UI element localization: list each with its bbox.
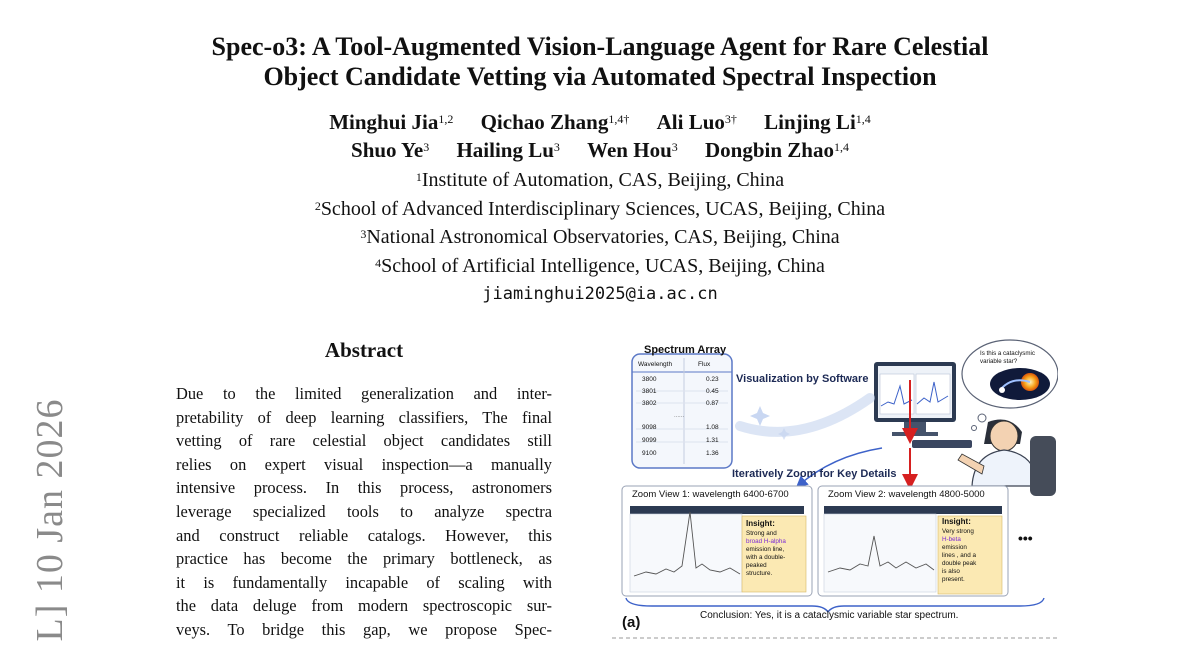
paper-title: Spec-o3: A Tool-Augmented Vision-Languag… xyxy=(0,32,1200,92)
spectrum-array-title: Spectrum Array xyxy=(644,344,727,356)
abstract-line: Due to the limited generalization and in… xyxy=(176,384,552,403)
insight-text-1: Strong and broad H-alpha emission line, … xyxy=(746,530,786,577)
table-header-flux: Flux xyxy=(698,361,711,368)
title-line-1: Spec-o3: A Tool-Augmented Vision-Languag… xyxy=(211,32,989,61)
abstract-line: intensive process. In this process, astr… xyxy=(176,478,552,498)
sparkle-decoration xyxy=(735,393,875,440)
table-cell: 3802 xyxy=(642,400,657,407)
more-views-ellipsis: ••• xyxy=(1018,530,1033,546)
insight-title: Insight: xyxy=(746,519,775,528)
abstract-heading: Abstract xyxy=(324,338,404,362)
table-cell: 1.36 xyxy=(706,450,719,457)
affiliation: 4School of Artificial Intelligence, UCAS… xyxy=(375,254,825,277)
panel-label: (a) xyxy=(622,614,641,631)
abstract-line: practice has become the primary bottlene… xyxy=(176,549,552,569)
table-header-wavelength: Wavelength xyxy=(638,361,673,368)
author-row-2: Shuo Ye3 Hailing Lu3 Wen Hou3 Dongbin Zh… xyxy=(0,136,1200,164)
insight-title: Insight: xyxy=(942,517,971,526)
affiliation: 3National Astronomical Observatories, CA… xyxy=(360,226,840,248)
table-cell: 1.31 xyxy=(706,437,719,444)
table-cell: 0.87 xyxy=(706,400,719,407)
title-line-2: Object Candidate Vetting via Automated S… xyxy=(263,62,937,91)
arxiv-side-stamp: L] 10 Jan 2026 xyxy=(28,392,72,648)
table-cell: 3800 xyxy=(642,376,657,383)
abstract-line: pretability of deep learning classifiers… xyxy=(176,407,552,427)
arxiv-stamp-text: L] 10 Jan 2026 xyxy=(29,398,71,642)
abstract-line: it is fundamentally incapable of scaling… xyxy=(176,572,552,592)
author: Linjing Li1,4 xyxy=(764,110,871,134)
abstract-line: veys. To bridge this gap, we propose Spe… xyxy=(176,619,552,639)
author: Minghui Jia1,2 xyxy=(329,110,454,134)
figure-1a: Spectrum Array Wavelength Flux 3800 0.23… xyxy=(612,336,1058,640)
contact-email[interactable]: jiaminghui2025@ia.ac.cn xyxy=(482,284,718,304)
author: Wen Hou3 xyxy=(587,138,678,162)
affiliation: 2School of Advanced Interdisciplinary Sc… xyxy=(314,197,886,220)
zoom-view-2 xyxy=(817,485,1009,597)
conclusion-bracket xyxy=(625,597,1045,614)
zoom-view-1-title: Zoom View 1: wavelength 6400-6700 xyxy=(632,489,789,500)
abstract-line: vetting of rare celestial object candida… xyxy=(176,431,552,451)
affiliation: 1Institute of Automation, CAS, Beijing, … xyxy=(415,169,785,191)
conclusion-text: Conclusion: Yes, it is a cataclysmic var… xyxy=(700,610,959,621)
zoom-label: Iteratively Zoom for Key Details xyxy=(732,468,897,480)
spectrum-array-table xyxy=(631,353,733,469)
author: Shuo Ye3 xyxy=(351,138,430,162)
table-cell: 9100 xyxy=(642,450,657,457)
affiliations: 1Institute of Automation, CAS, Beijing, … xyxy=(0,166,1200,309)
author-list: Minghui Jia1,2 Qichao Zhang1,4† Ali Luo3… xyxy=(0,108,1200,164)
figure-graphics xyxy=(612,339,1058,639)
author: Hailing Lu3 xyxy=(456,138,560,162)
abstract-line: leverage specialized tools to analyze sp… xyxy=(176,501,552,521)
monitor-illustration xyxy=(874,362,972,448)
thought-bubble-text: Is this a cataclysmic variable star? xyxy=(980,350,1036,365)
zoom-view-2-title: Zoom View 2: wavelength 4800-5000 xyxy=(828,489,985,500)
author-row-1: Minghui Jia1,2 Qichao Zhang1,4† Ali Luo3… xyxy=(0,108,1200,136)
author: Qichao Zhang1,4† xyxy=(480,110,630,134)
astronomer-illustration xyxy=(957,419,1056,496)
table-cell: 3801 xyxy=(642,388,657,395)
table-cell: 0.23 xyxy=(706,376,719,383)
abstract-body: Due to the limited generalization and in… xyxy=(176,382,552,642)
table-cell: 9099 xyxy=(642,437,657,444)
author: Ali Luo3† xyxy=(656,110,737,134)
zoom-view-1 xyxy=(621,485,813,597)
author: Dongbin Zhao1,4 xyxy=(705,138,849,162)
thought-bubble xyxy=(961,339,1058,431)
table-cell: 1.08 xyxy=(706,424,719,431)
table-ellipsis: ...... xyxy=(674,413,685,419)
abstract-line: relies on expert visual inspection—a man… xyxy=(176,454,552,474)
abstract-line: and construct reliable catalogs. However… xyxy=(176,525,552,545)
abstract-line: the data deluge from modern spectroscopi… xyxy=(176,596,552,616)
table-cell: 0.45 xyxy=(706,388,719,395)
insight-text-2: Very strong H-beta emission lines , and … xyxy=(942,528,977,583)
table-cell: 9098 xyxy=(642,424,657,431)
zoom-arrow-left xyxy=(795,447,883,488)
visualization-label: Visualization by Software xyxy=(736,373,869,385)
